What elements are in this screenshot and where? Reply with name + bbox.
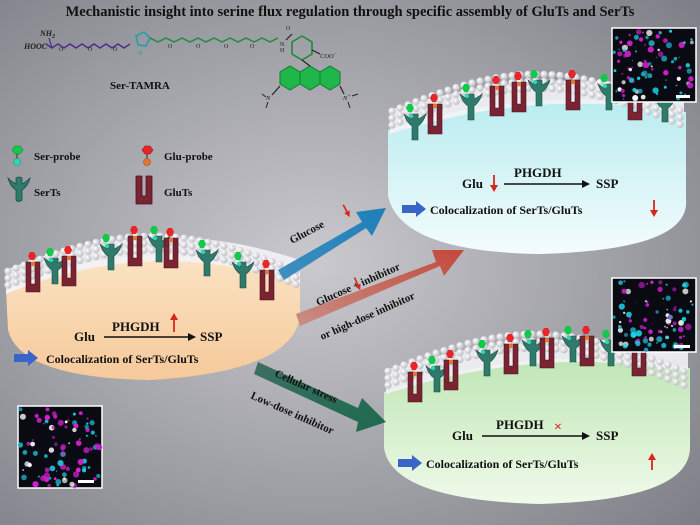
- glu-probe-icon: [141, 145, 154, 166]
- peg-linker-right: [149, 37, 279, 43]
- serts-icon: [7, 176, 31, 202]
- svg-text:O: O: [250, 44, 255, 50]
- svg-text:O: O: [224, 44, 229, 50]
- scale-bar: [78, 480, 94, 483]
- top-right-coloc-label: Colocalization of SerTs/GluTs: [430, 203, 583, 217]
- micrograph-bottom-left: [17, 405, 103, 489]
- gluts-icon: [135, 175, 153, 205]
- left-transporter-cluster: [25, 226, 275, 301]
- svg-text:N: N: [138, 51, 143, 57]
- ser-probe-label: Ser-probe: [34, 151, 81, 163]
- micrograph-top-right: [611, 27, 697, 103]
- ser-tamra-structure: HOOC NH2 O O O N O O O O N H O COO− N N+: [23, 26, 359, 109]
- hooc-label: HOOC: [23, 42, 48, 51]
- left-coloc-label: Colocalization of SerTs/GluTs: [46, 352, 199, 366]
- arrow-stress: [254, 362, 386, 432]
- benzoate-ring: [291, 35, 313, 61]
- scale-bar: [674, 345, 690, 348]
- left-cell-body: [6, 255, 300, 380]
- bottom-right-cell-body: [384, 358, 691, 504]
- left-cell: Glu PHGDH SSP Colocalization of SerTs/Gl…: [4, 226, 300, 380]
- bottom-right-glu-label: Glu: [452, 428, 473, 443]
- bottom-right-ssp-label: SSP: [596, 428, 618, 443]
- arrow2-down-indicator: [353, 277, 361, 291]
- top-right-enzyme-label: PHGDH: [514, 165, 562, 180]
- svg-text:O: O: [196, 44, 201, 50]
- gluts-label: GluTs: [164, 187, 193, 199]
- top-right-ssp-label: SSP: [596, 176, 618, 191]
- left-glu-label: Glu: [74, 329, 95, 344]
- bottom-right-blocked-mark: ×: [554, 420, 562, 435]
- ser-probe-icon: [11, 145, 24, 166]
- glu-probe-label: Glu-probe: [164, 151, 213, 163]
- nh2-label: NH2: [39, 29, 55, 40]
- svg-text:N: N: [265, 95, 271, 102]
- left-ssp-label: SSP: [200, 329, 222, 344]
- legend: Ser-probe Glu-probe SerTs GluTs: [7, 145, 213, 205]
- bottom-right-cell: Glu PHGDH × SSP Colocalization of SerTs/…: [384, 326, 691, 504]
- structure-label: Ser-TAMRA: [110, 80, 170, 92]
- left-coloc-arrow-icon: [14, 350, 38, 366]
- bottom-right-coloc-arrow-icon: [398, 455, 422, 471]
- serts-label: SerTs: [34, 187, 61, 199]
- svg-text:O: O: [59, 47, 64, 53]
- left-enzyme-label: PHGDH: [112, 319, 160, 334]
- left-enzyme-up-arrow: [170, 313, 178, 332]
- xanthene-core: [279, 59, 341, 91]
- svg-text:O: O: [88, 47, 93, 53]
- svg-text:O: O: [168, 44, 173, 50]
- top-right-cell: Glu PHGDH SSP Colocalization of SerTs/Gl…: [388, 70, 687, 254]
- svg-text:H: H: [280, 48, 285, 54]
- svg-text:O: O: [113, 47, 118, 53]
- bottom-right-coloc-label: Colocalization of SerTs/GluTs: [426, 457, 579, 471]
- arrow-glucose-inhibitor: [296, 250, 464, 326]
- arrow1-down-indicator: [342, 204, 350, 218]
- peg-linker-left: [45, 43, 131, 49]
- svg-text:O: O: [286, 26, 291, 32]
- top-right-coloc-down-arrow: [650, 200, 658, 217]
- scale-bar: [676, 95, 690, 98]
- bottom-right-enzyme-label: PHGDH: [496, 417, 544, 432]
- figure-title: Mechanistic insight into serine flux reg…: [66, 4, 635, 20]
- triazole-ring: [135, 31, 151, 47]
- top-right-coloc-arrow-icon: [402, 201, 426, 217]
- arrow-glucose-down: [278, 208, 386, 280]
- svg-text:N+: N+: [342, 94, 351, 102]
- top-right-glu-down-arrow: [490, 175, 498, 192]
- svg-text:COO−: COO−: [320, 52, 337, 60]
- bottom-right-coloc-up-arrow: [648, 453, 656, 470]
- micrograph-right-middle: [611, 277, 697, 353]
- svg-text:N: N: [280, 42, 285, 48]
- top-right-cell-body: [388, 99, 687, 254]
- top-right-glu-label: Glu: [462, 176, 483, 191]
